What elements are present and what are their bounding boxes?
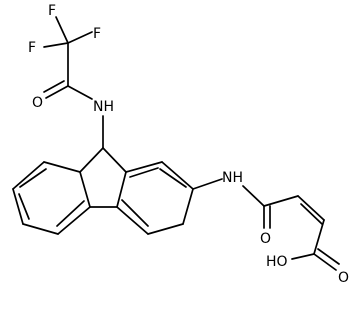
bond-acid-o-a — [313, 253, 337, 271]
atom-label-f-left: F — [28, 40, 36, 56]
bond-vinyl-double-a — [297, 195, 325, 221]
bond-ring-right-5 — [161, 161, 194, 190]
bond-acid-oh — [291, 253, 315, 260]
bond-ring-left-5 — [12, 161, 45, 190]
bond-ring-right-inner-b — [159, 168, 187, 188]
bond-c9-c9a — [79, 147, 104, 173]
bond-acid-o-b — [317, 248, 340, 265]
atom-label-layer: F F F O NH NH O HO O — [28, 3, 349, 286]
bond-vinyl-acid — [313, 219, 325, 255]
bond-carbonyl-nh-top — [67, 85, 93, 100]
bond-ring-right-inner-a — [121, 199, 149, 227]
bond-nh-right-carbonyl — [242, 185, 265, 207]
atom-label-f-top-right: F — [93, 26, 101, 42]
bond-ring-left-inner-a — [56, 200, 85, 227]
bond-c2-nh-right — [192, 178, 223, 190]
bond-carbonyl-o-left-b — [43, 80, 65, 93]
bond-c-f-top-right — [67, 31, 93, 44]
bond-ring-right-6 — [125, 161, 163, 173]
bond-vinyl-double-b — [300, 203, 323, 225]
bond-layer — [12, 16, 340, 271]
atom-label-f-top-left: F — [48, 3, 56, 19]
bond-ring-left-2 — [57, 206, 91, 235]
bond-ring-left-4 — [12, 188, 24, 225]
bond-ring-right-3 — [147, 223, 184, 235]
atom-label-o-amide-right: O — [260, 231, 271, 247]
bond-ring-right-2 — [116, 206, 149, 235]
bond-ring-right-inner-c — [129, 167, 159, 178]
bond-ring-right-1 — [116, 171, 127, 208]
bond-c-f-left — [43, 42, 69, 48]
bond-ring-left-inner-c — [18, 193, 30, 220]
atom-label-hydroxyl: HO — [266, 254, 288, 270]
bond-carbonyl-vinyl — [263, 195, 299, 207]
atom-label-o-amide-left: O — [32, 95, 43, 111]
bond-carbonyl-o-left-a — [45, 85, 69, 99]
bond-ring-left-3 — [22, 223, 59, 235]
atom-label-o-acid: O — [338, 270, 349, 286]
bond-ring-right-4 — [182, 188, 194, 225]
atom-label-nh-top: NH — [93, 99, 114, 115]
bond-ring-left-inner-b — [19, 168, 47, 188]
atom-label-nh-right: NH — [222, 170, 243, 186]
bond-c-f-top-left — [55, 16, 69, 44]
bond-ring-left-1 — [79, 171, 91, 208]
bond-ring-left-6 — [43, 161, 81, 173]
bond-c9-c8a — [102, 147, 127, 173]
